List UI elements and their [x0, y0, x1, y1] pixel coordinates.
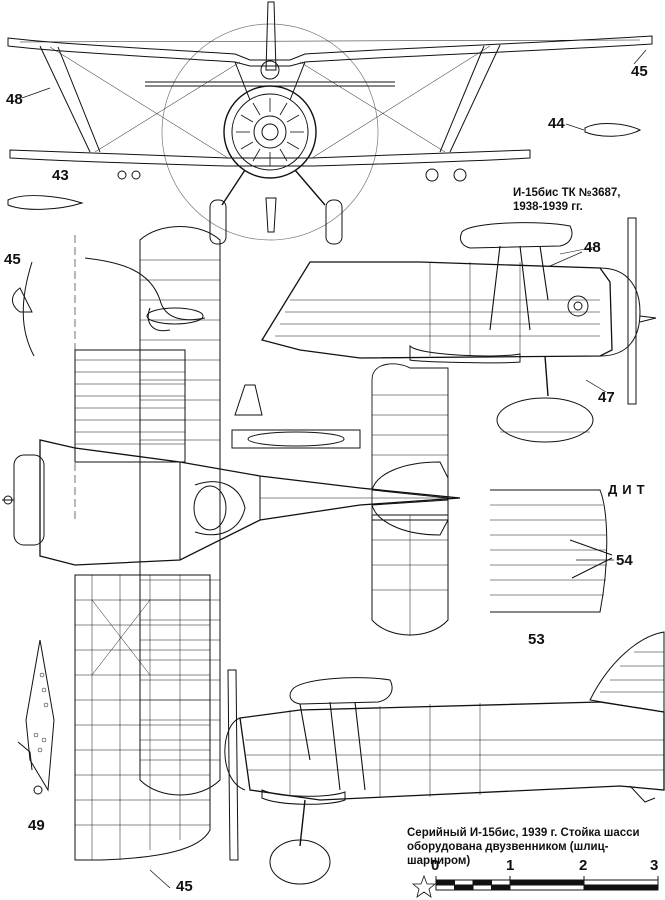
- scale-tick-3: 3: [650, 857, 659, 874]
- caption-tk-line1: И-15бис ТК №3687,: [513, 187, 621, 199]
- red-star-icon: [413, 876, 435, 897]
- callout-48-left: 48: [6, 91, 23, 108]
- callout-48-side: 48: [584, 239, 601, 256]
- callout-45-bottom: 45: [176, 878, 193, 895]
- callout-lines: [22, 50, 646, 888]
- callout-45-top: 45: [631, 63, 648, 80]
- callout-47: 47: [598, 389, 615, 406]
- front-view: [8, 2, 652, 244]
- callout-53: 53: [528, 631, 545, 648]
- caption-serial-line2: оборудована двузвенником (шлиц-шарниром): [407, 841, 609, 867]
- caption-tk: И-15бис ТК №3687, 1938-1939 гг.: [513, 186, 621, 214]
- scale-tick-0: 0: [431, 857, 440, 874]
- scale-tick-1: 1: [506, 857, 515, 874]
- scale-tick-2: 2: [579, 857, 588, 874]
- dit-label: ДИТ: [608, 482, 650, 497]
- caption-serial-line1: Серийный И-15бис, 1939 г. Стойка шасси: [407, 827, 640, 839]
- caption-serial: Серийный И-15бис, 1939 г. Стойка шасси о…: [407, 826, 665, 868]
- callout-43: 43: [52, 167, 69, 184]
- plan-view: [2, 227, 460, 861]
- caption-tk-line2: 1938-1939 гг.: [513, 201, 583, 213]
- callout-45-left: 45: [4, 251, 21, 268]
- scale-bar: [436, 876, 658, 890]
- side-view-serial: [225, 632, 664, 884]
- callout-44: 44: [548, 115, 565, 132]
- detail-49: [18, 640, 54, 794]
- dit-detail: [490, 490, 612, 612]
- callout-54: 54: [616, 552, 633, 569]
- side-view-tk: [262, 218, 656, 442]
- callout-49: 49: [28, 817, 45, 834]
